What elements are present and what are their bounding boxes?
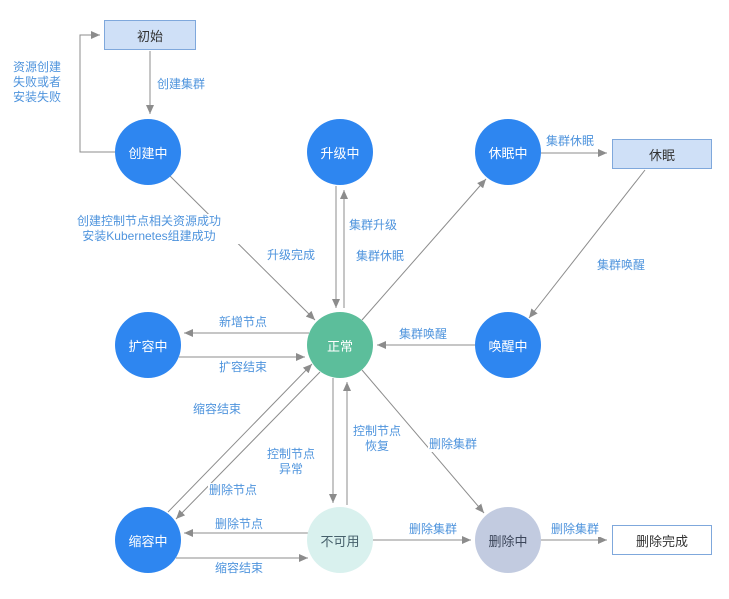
node-waking-label: 唤醒中 <box>488 338 528 354</box>
edge-label-master-recover: 控制节点 恢复 <box>352 424 403 454</box>
edge-label-upgrade-done: 升级完成 <box>266 248 317 263</box>
node-unavailable: 不可用 <box>307 507 373 573</box>
node-scaling-out: 扩容中 <box>115 312 181 378</box>
node-hibernated-label: 休眠 <box>648 147 675 163</box>
node-deleting-label: 删除中 <box>488 533 528 549</box>
node-deleted: 删除完成 <box>612 525 712 555</box>
node-hibernating-label: 休眠中 <box>488 145 528 161</box>
node-initial: 初始 <box>104 20 196 50</box>
edge-label-master-recover-line1: 控制节点 <box>353 424 402 438</box>
edge-label-delete-cluster-mid: 删除集群 <box>408 522 459 537</box>
edge-label-create-success-line2: 安装Kubernetes组建成功 <box>82 229 216 243</box>
edge-label-master-error-line1: 控制节点 <box>267 447 316 461</box>
edge-label-add-node: 新增节点 <box>218 315 269 330</box>
edge-label-create-success-line1: 创建控制节点相关资源成功 <box>76 214 221 228</box>
edge-label-delete-cluster-right: 删除集群 <box>550 522 601 537</box>
node-hibernating: 休眠中 <box>475 119 541 185</box>
edge-normal-to-hibernating <box>361 178 487 321</box>
edge-label-cluster-upgrade: 集群升级 <box>348 218 399 233</box>
node-scaling-out-label: 扩容中 <box>128 338 168 354</box>
edge-label-create-fail-line3: 安装失败 <box>13 90 62 104</box>
edge-label-create-fail-line1: 资源创建 <box>13 60 62 74</box>
edge-hibernated-to-waking <box>528 169 646 319</box>
edge-label-master-recover-line2: 恢复 <box>365 439 390 453</box>
node-initial-label: 初始 <box>136 28 163 44</box>
edge-label-hibernate-to-node: 集群休眠 <box>355 249 406 264</box>
edge-label-delete-node-upper: 删除节点 <box>208 483 259 498</box>
node-normal: 正常 <box>307 312 373 378</box>
edge-normal-to-deleting <box>361 369 485 514</box>
node-hibernated: 休眠 <box>612 139 712 169</box>
edge-normal-to-scaling-in <box>175 371 321 520</box>
node-scaling-in-label: 缩容中 <box>128 533 168 549</box>
edge-label-scale-out-done: 扩容结束 <box>218 360 269 375</box>
node-deleting: 删除中 <box>475 507 541 573</box>
edge-creating-to-normal <box>169 175 316 321</box>
edge-label-create-success: 创建控制节点相关资源成功 安装Kubernetes组建成功 <box>58 214 240 244</box>
edge-label-scale-in-done-upper: 缩容结束 <box>192 402 243 417</box>
node-upgrading: 升级中 <box>307 119 373 185</box>
edge-label-create-fail: 资源创建 失败或者 安装失败 <box>12 60 63 105</box>
node-unavailable-label: 不可用 <box>320 533 360 549</box>
edge-label-wake-from-box: 集群唤醒 <box>596 258 647 273</box>
edge-label-master-error: 控制节点 异常 <box>266 447 317 477</box>
node-creating: 创建中 <box>115 119 181 185</box>
edge-label-delete-cluster-diag: 删除集群 <box>428 437 479 452</box>
edge-label-master-error-line2: 异常 <box>279 462 304 476</box>
node-normal-label: 正常 <box>326 338 353 354</box>
node-creating-label: 创建中 <box>128 145 168 161</box>
edge-label-create-fail-line2: 失败或者 <box>13 75 62 89</box>
edge-label-scale-in-done-lower: 缩容结束 <box>214 561 265 576</box>
edge-label-wake-to-normal: 集群唤醒 <box>398 327 449 342</box>
edge-label-hibernate-to-box: 集群休眠 <box>545 134 596 149</box>
edge-scaling-in-to-normal <box>167 363 313 513</box>
edge-label-create-cluster: 创建集群 <box>156 77 207 92</box>
edge-creating-fail-loop <box>79 31 115 153</box>
node-deleted-label: 删除完成 <box>635 533 688 549</box>
node-waking: 唤醒中 <box>475 312 541 378</box>
edge-label-delete-node-lower: 删除节点 <box>214 517 265 532</box>
node-scaling-in: 缩容中 <box>115 507 181 573</box>
node-upgrading-label: 升级中 <box>320 145 360 161</box>
